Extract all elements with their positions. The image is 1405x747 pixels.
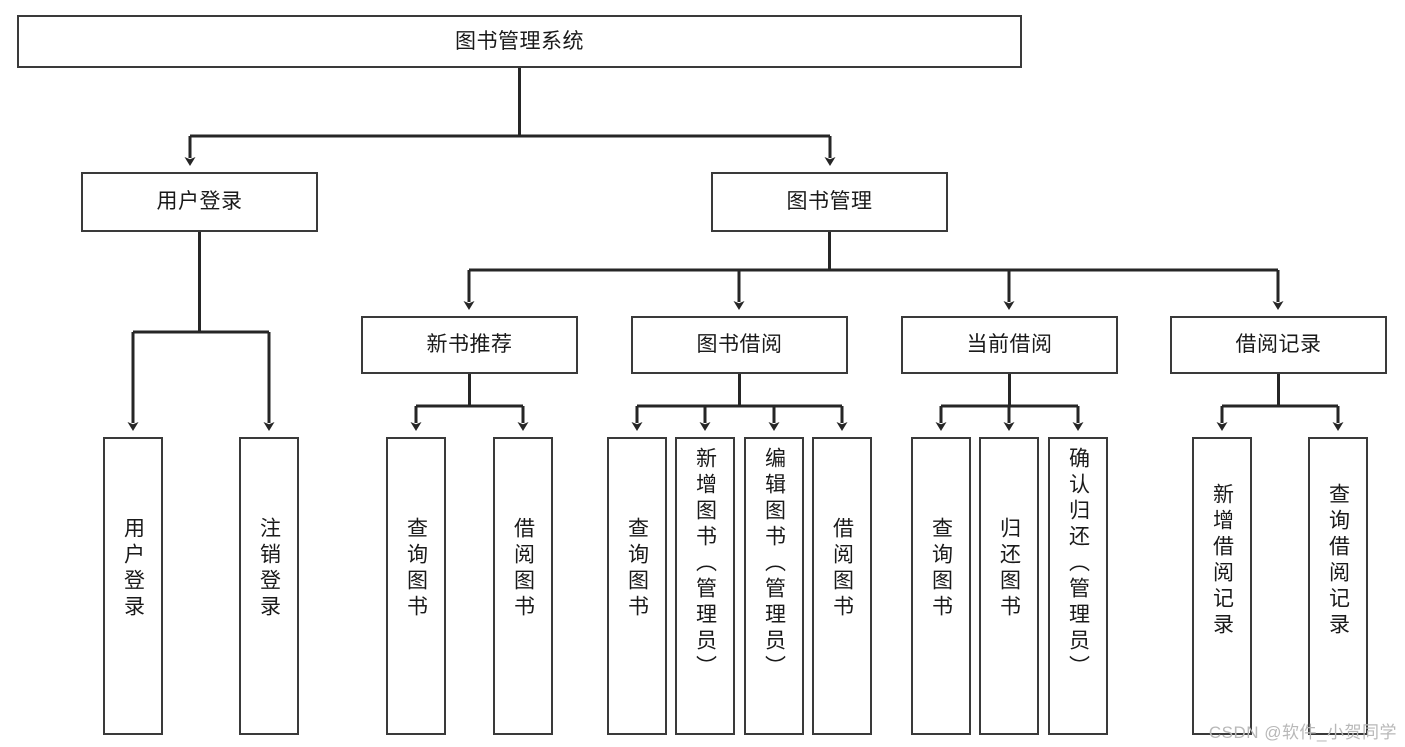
node-root-label: 图书管理系统 [455,29,584,53]
node-new-book-recommend[interactable]: 新书推荐 [361,316,578,374]
node-leaf-query-book-2-label: 查询图书 [625,517,649,621]
node-leaf-add-book-label: 新增图书（管理员） [693,447,717,681]
node-leaf-edit-book-label: 编辑图书（管理员） [762,447,786,681]
node-leaf-query-record-label: 查询借阅记录 [1326,483,1350,639]
node-user-login[interactable]: 用户登录 [81,172,318,232]
node-leaf-user-login-label: 用户登录 [121,517,145,621]
node-leaf-return-book-label: 归还图书 [997,517,1021,621]
node-current-borrow[interactable]: 当前借阅 [901,316,1118,374]
node-leaf-edit-book[interactable]: 编辑图书（管理员） [744,437,804,735]
node-root[interactable]: 图书管理系统 [17,15,1022,68]
node-book-borrow[interactable]: 图书借阅 [631,316,848,374]
node-book-borrow-label: 图书借阅 [696,333,783,357]
node-leaf-borrow-book-2-label: 借阅图书 [830,517,854,621]
node-leaf-borrow-book-1-label: 借阅图书 [511,517,535,621]
node-leaf-return-book[interactable]: 归还图书 [979,437,1039,735]
node-leaf-user-login[interactable]: 用户登录 [103,437,163,735]
node-leaf-add-record[interactable]: 新增借阅记录 [1192,437,1252,735]
node-leaf-logout-login-label: 注销登录 [257,517,281,621]
node-borrow-record[interactable]: 借阅记录 [1170,316,1387,374]
node-leaf-query-book-2[interactable]: 查询图书 [607,437,667,735]
csdn-watermark: CSDN @软件_小贺同学 [1208,723,1397,742]
node-user-login-label: 用户登录 [156,190,243,214]
node-borrow-record-label: 借阅记录 [1235,333,1322,357]
node-leaf-add-record-label: 新增借阅记录 [1210,483,1234,639]
node-book-manage[interactable]: 图书管理 [711,172,948,232]
node-current-borrow-label: 当前借阅 [966,333,1053,357]
node-leaf-query-record[interactable]: 查询借阅记录 [1308,437,1368,735]
node-book-manage-label: 图书管理 [786,190,873,214]
node-leaf-confirm-return[interactable]: 确认归还（管理员） [1048,437,1108,735]
node-leaf-query-book-3-label: 查询图书 [929,517,953,621]
node-leaf-confirm-return-label: 确认归还（管理员） [1066,447,1090,681]
node-leaf-borrow-book-1[interactable]: 借阅图书 [493,437,553,735]
node-leaf-add-book[interactable]: 新增图书（管理员） [675,437,735,735]
node-leaf-query-book-1-label: 查询图书 [404,517,428,621]
node-leaf-query-book-1[interactable]: 查询图书 [386,437,446,735]
node-leaf-query-book-3[interactable]: 查询图书 [911,437,971,735]
node-leaf-borrow-book-2[interactable]: 借阅图书 [812,437,872,735]
node-new-book-recommend-label: 新书推荐 [426,333,513,357]
node-leaf-logout-login[interactable]: 注销登录 [239,437,299,735]
